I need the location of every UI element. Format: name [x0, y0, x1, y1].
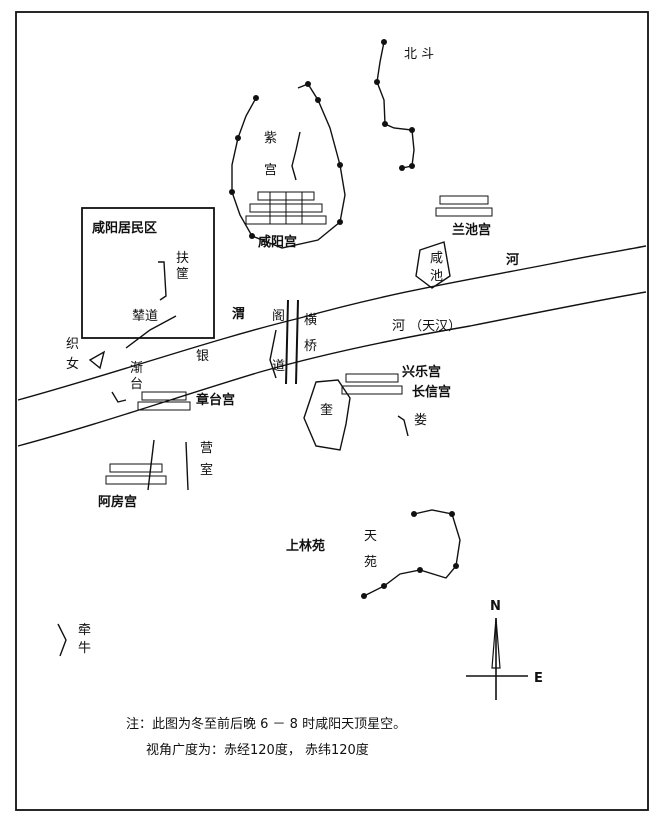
- label-qianniu-2: 牛: [78, 641, 91, 656]
- tianyuan-constellation: [363, 509, 461, 597]
- yingshi-line-2: [185, 441, 189, 491]
- xianchi-constellation: [415, 241, 451, 289]
- bridge-line-left: [285, 299, 289, 385]
- zhangtai-palace-building: [137, 391, 191, 411]
- zigong-stars: [229, 81, 343, 239]
- jiantai-constellation: [111, 391, 127, 403]
- map-border: [15, 11, 649, 811]
- label-gedao-2: 道: [272, 359, 285, 374]
- note-line-1: 注：此图为冬至前后晚 6 － 8 时咸阳天顶星空。: [126, 716, 406, 732]
- river-bank-north: [17, 245, 647, 401]
- label-wei: 渭: [232, 307, 245, 322]
- label-tianyuan-1: 天: [364, 529, 377, 544]
- kui-constellation: [303, 379, 351, 451]
- label-qianniu-1: 牵: [78, 623, 91, 638]
- label-xianchi-1: 咸: [430, 251, 443, 266]
- qianniu-constellation: [57, 623, 67, 657]
- label-hengqiao-2: 桥: [304, 339, 317, 354]
- lanchi-palace-building: [435, 195, 493, 217]
- river-bank-south: [17, 291, 647, 447]
- label-niandao: 辇道: [132, 309, 158, 324]
- label-zhinu-2: 女: [66, 356, 79, 372]
- label-fuzhi-2: 筐: [176, 266, 189, 282]
- label-beidou: 北 斗: [404, 47, 434, 62]
- label-zigong: 紫: [264, 131, 277, 146]
- residential-box: [81, 207, 215, 339]
- gedao-constellation: [269, 329, 277, 379]
- label-jiantai-2: 台: [130, 377, 143, 392]
- fuzhi-constellation: [158, 261, 167, 301]
- compass-east-label: E: [534, 671, 543, 686]
- label-tianyuan-2: 苑: [364, 555, 377, 570]
- xianyang-palace-building: [245, 191, 327, 225]
- label-xianyang-palace: 咸阳宫: [258, 234, 297, 250]
- label-jiantai-1: 渐: [130, 361, 143, 376]
- tianyuan-stars: [361, 511, 459, 599]
- label-shanglin: 上林苑: [286, 538, 325, 554]
- label-hengqiao-1: 横: [304, 313, 317, 328]
- yingshi-line-1: [147, 439, 155, 491]
- label-kui: 奎: [320, 403, 333, 418]
- note-line-2: 视角广度为：赤经120度， 赤纬120度: [146, 742, 369, 758]
- label-yingshi-2: 室: [200, 462, 213, 478]
- label-he-tianhan: 河 （天汉）: [392, 319, 461, 334]
- xingle-palace-building: [341, 373, 403, 395]
- zhinu-constellation: [88, 350, 106, 370]
- label-residential: 咸阳居民区: [92, 220, 157, 236]
- label-yingshi-1: 营: [200, 441, 213, 456]
- label-changxin-palace: 长信宫: [412, 384, 451, 400]
- label-zhinu-1: 织: [66, 337, 79, 352]
- label-epang-palace: 阿房宫: [98, 494, 137, 510]
- label-xingle-palace: 兴乐宫: [402, 364, 441, 380]
- label-lou: 娄: [414, 413, 427, 428]
- zigong-constellation: [231, 83, 346, 249]
- label-zigong-2: 宫: [264, 163, 277, 178]
- lou-constellation: [397, 415, 409, 437]
- label-he: 河: [506, 252, 519, 268]
- label-zhangtai-palace: 章台宫: [196, 392, 235, 408]
- label-lanchi-palace: 兰池宫: [452, 222, 491, 238]
- label-fuzhi-1: 扶: [176, 251, 189, 266]
- epang-palace-building: [105, 463, 167, 485]
- compass-rose: [466, 617, 528, 700]
- zigong-inner-line: [291, 131, 301, 181]
- compass-north-label: N: [490, 599, 501, 614]
- label-yin: 银: [196, 349, 209, 364]
- bridge-line-right: [295, 299, 299, 385]
- beidou-stars: [374, 39, 415, 171]
- niandao-constellation: [125, 315, 177, 349]
- label-xianchi-2: 池: [430, 269, 443, 284]
- beidou-constellation: [376, 41, 415, 169]
- label-gedao-1: 阁: [272, 309, 285, 324]
